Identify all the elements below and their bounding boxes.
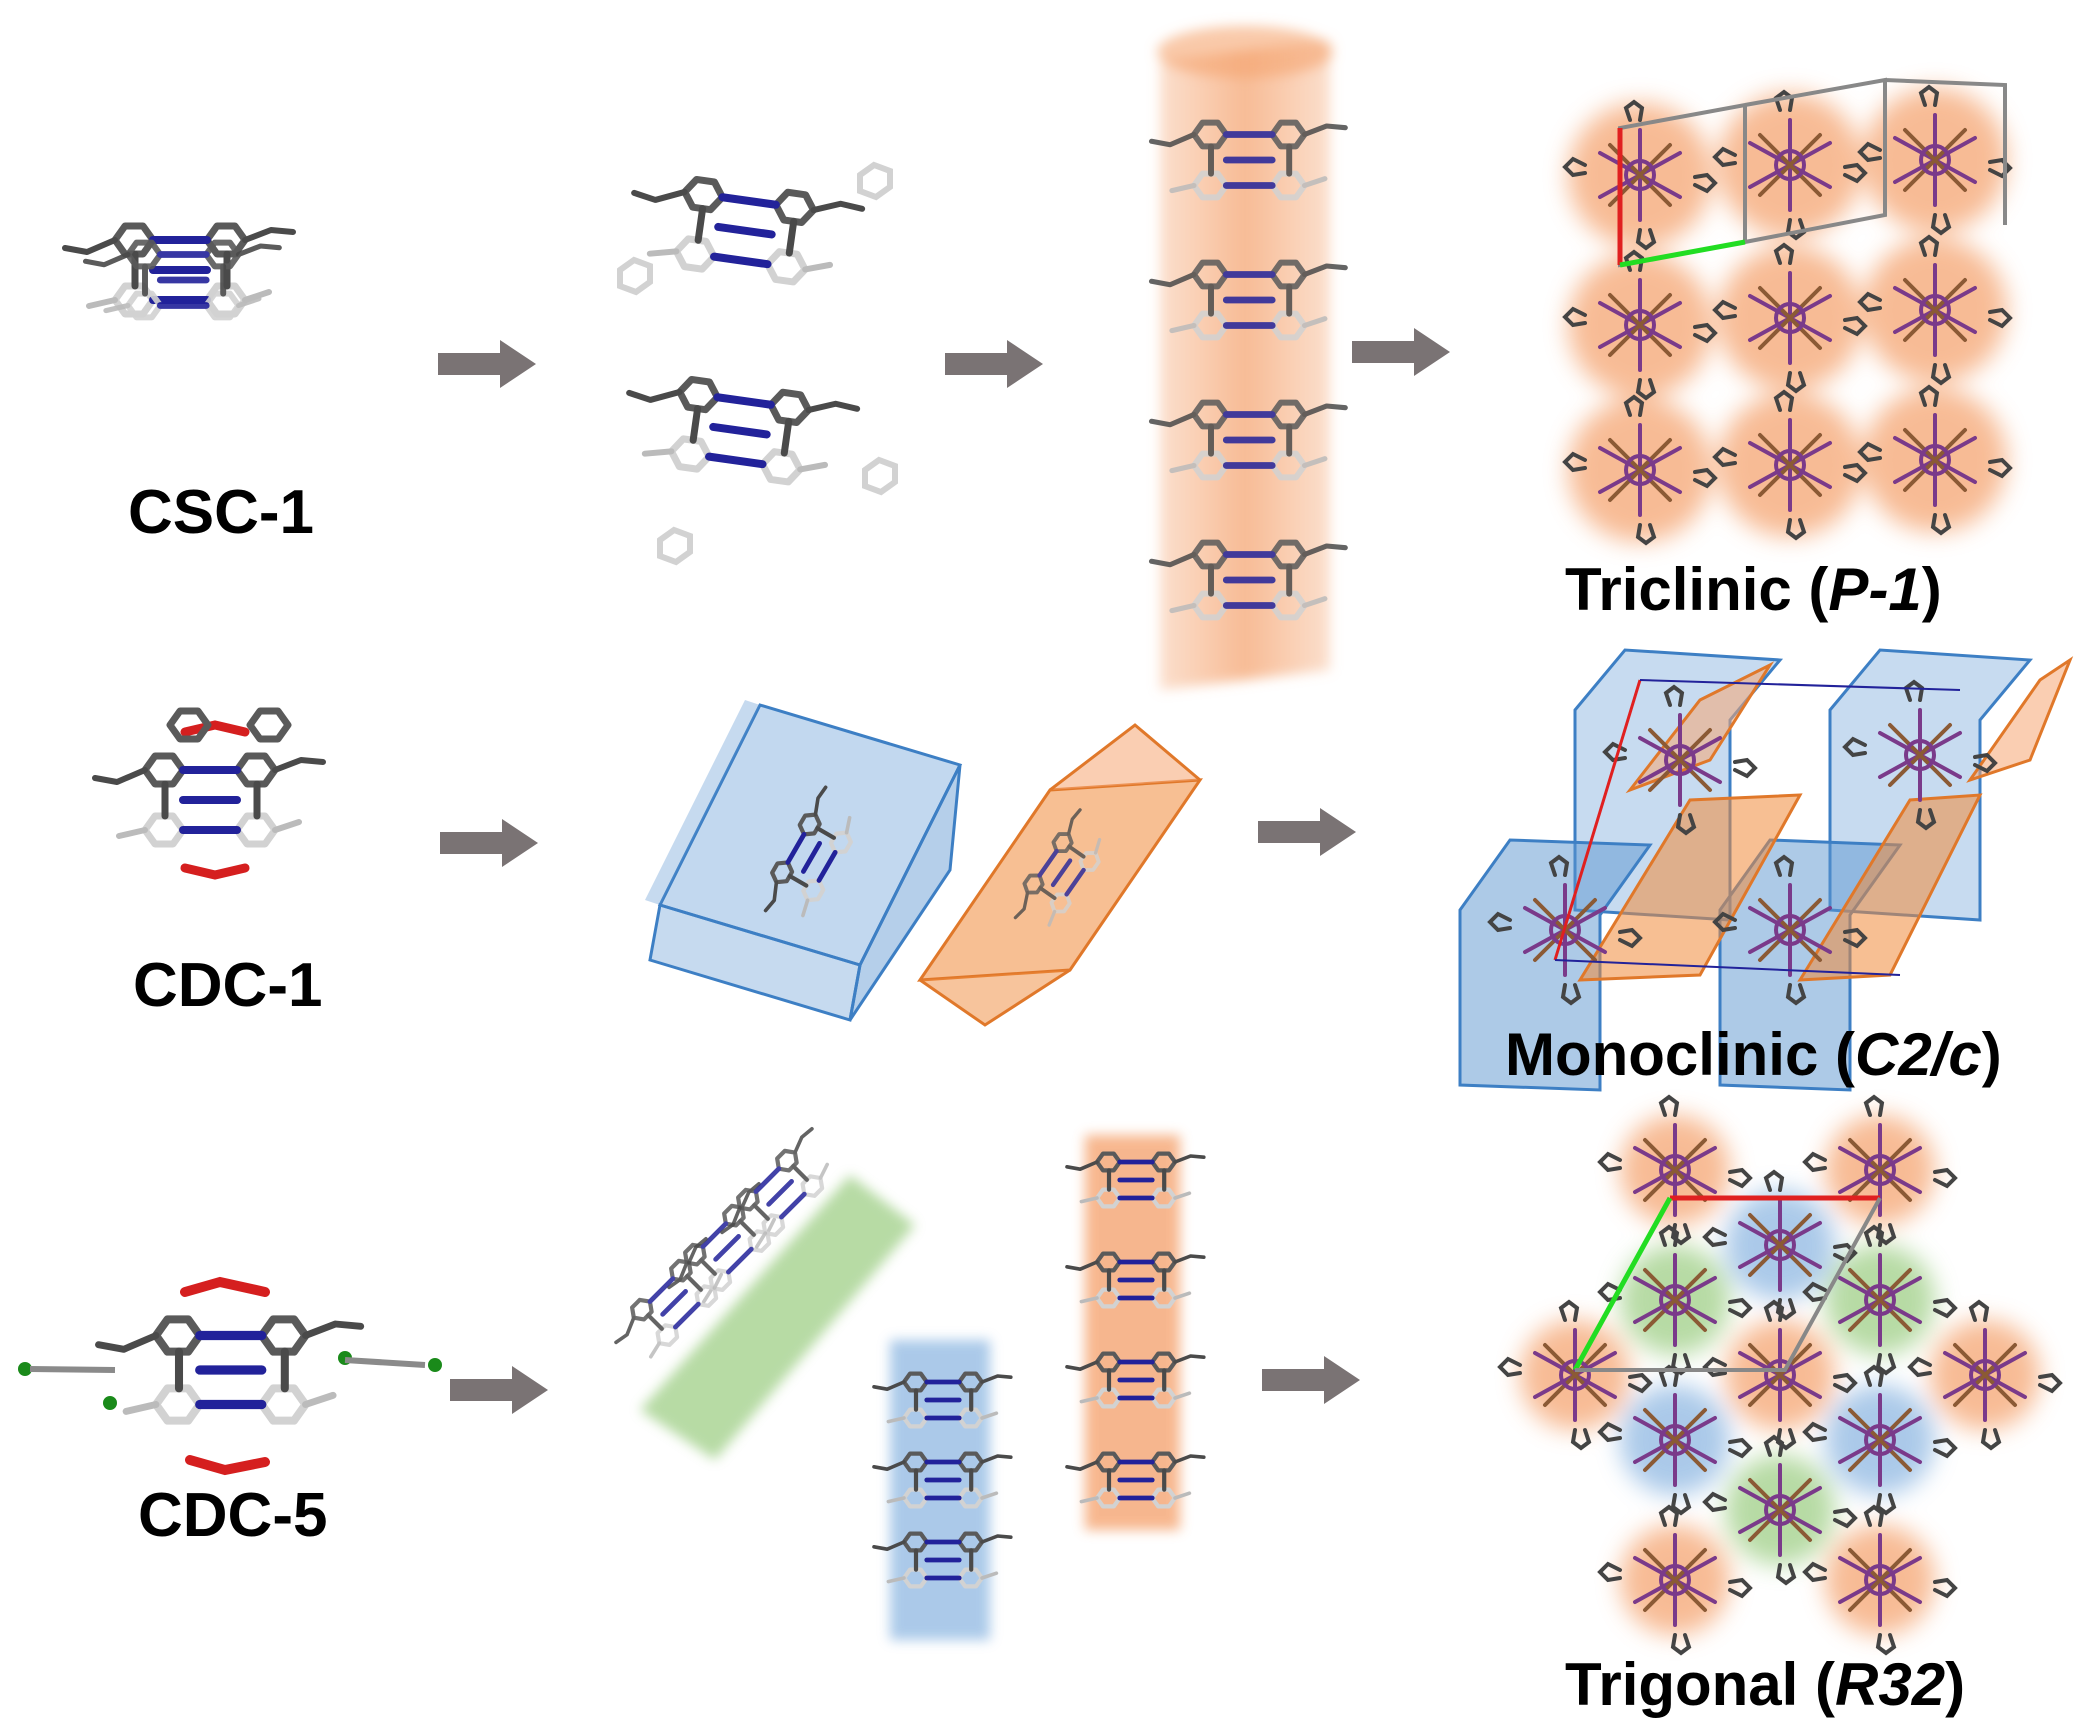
row2-blue-prism <box>645 700 963 1022</box>
cdc5-label: CDC-5 <box>138 1481 328 1550</box>
trigonal-label: Trigonal (R32) <box>1565 1651 1966 1718</box>
row3-trigonal-packing <box>1498 1095 2062 1655</box>
row1-csc1-molecule <box>65 226 293 317</box>
row2-monoclinic-packing <box>1458 648 2074 1092</box>
row1-stacked-column <box>1152 26 1346 690</box>
row3-orange-column <box>1067 1135 1204 1530</box>
row1-cage-dimer <box>620 161 898 566</box>
monoclinic-label: Monoclinic (C2/c) <box>1505 1021 2002 1088</box>
row1-arrow-1 <box>438 340 536 388</box>
row3-blue-column <box>874 1340 1011 1640</box>
row2-orange-prism <box>917 723 1203 1027</box>
row3-cdc5-molecule <box>18 1276 442 1476</box>
row1-arrow-3 <box>1352 328 1450 376</box>
row2-cdc1-molecule <box>95 707 323 880</box>
row1-triclinic-packing <box>1563 77 2012 545</box>
row2-arrow-2 <box>1258 808 1356 856</box>
row2-arrow-1 <box>440 819 538 867</box>
row1-arrow-2 <box>945 340 1043 388</box>
triclinic-label: Triclinic (P-1) <box>1565 556 1942 623</box>
row3-arrow-2 <box>1262 1356 1360 1404</box>
csc1-label: CSC-1 <box>128 478 315 547</box>
cdc1-label: CDC-1 <box>133 951 323 1020</box>
row3-green-column <box>607 1126 915 1460</box>
row3-arrow-1 <box>450 1366 548 1414</box>
